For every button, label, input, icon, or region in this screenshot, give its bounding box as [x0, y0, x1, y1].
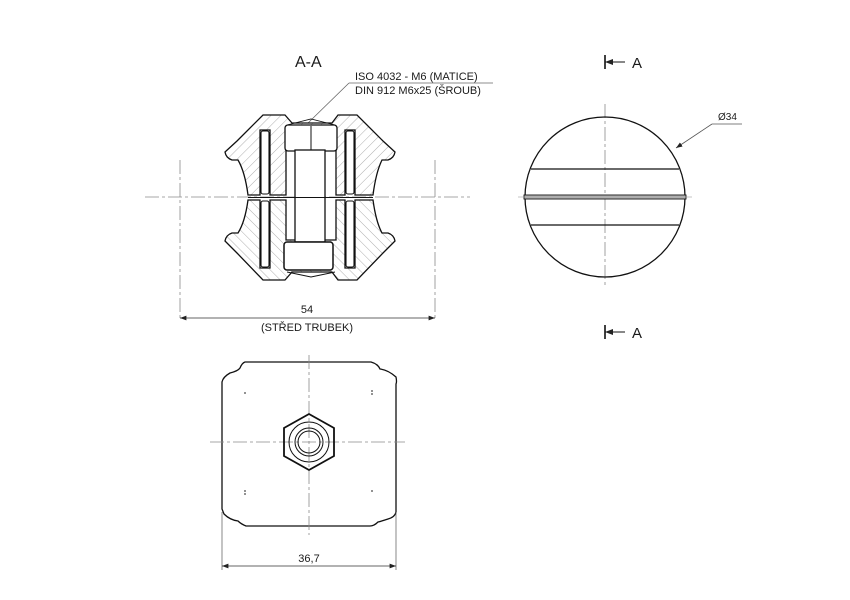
bolt-head: [283, 241, 334, 271]
callout-nut-label: ISO 4032 - M6 (MATICE): [355, 71, 478, 83]
dimension-54-note: (STŘED TRUBEK): [261, 321, 353, 334]
bolt-hole-circle: [297, 430, 321, 454]
section-view-a-a: A-A ISO 4032 - M6 (MATICE) DIN 912 M6x25…: [145, 54, 493, 334]
lower-slot-right: [345, 200, 355, 268]
lower-slot-left: [260, 200, 270, 268]
dimension-36-7-value: 36,7: [298, 553, 319, 565]
top-view: 36,7: [210, 355, 405, 570]
nut-mid-circle: [294, 427, 324, 457]
upper-slot-left: [260, 130, 270, 195]
hex-nut-icon: [283, 412, 335, 472]
dimension-54-value: 54: [301, 304, 313, 316]
section-title: A-A: [295, 54, 322, 71]
cut-marker-bottom-label: A: [632, 325, 642, 342]
cut-marker-top: [604, 55, 625, 69]
cut-marker-bottom: [604, 325, 625, 339]
callout-leader: [307, 82, 493, 124]
side-view: A A Ø34: [518, 55, 742, 342]
upper-slot-right: [345, 130, 355, 195]
callout-bolt-label: DIN 912 M6x25 (ŠROUB): [355, 84, 481, 97]
diameter-label: Ø34: [718, 112, 737, 123]
bolt-shank: [294, 149, 326, 243]
cut-marker-top-label: A: [632, 55, 642, 72]
top-view-outline: [221, 361, 398, 527]
nut-outer-circle: [288, 421, 330, 463]
diameter-leader: [675, 123, 742, 149]
